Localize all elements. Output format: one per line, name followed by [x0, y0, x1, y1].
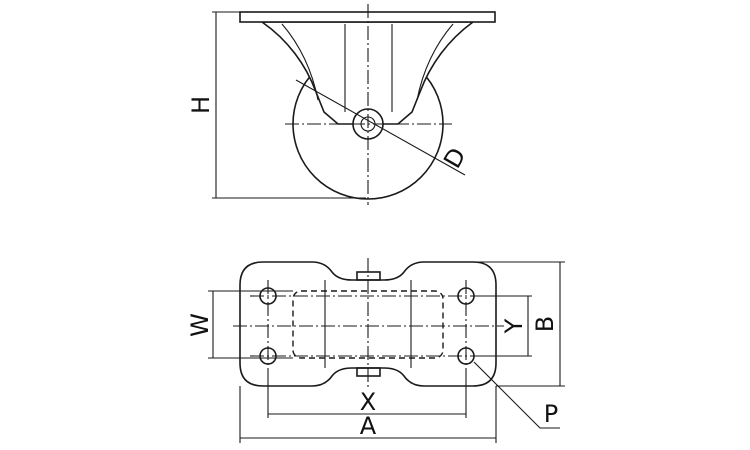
- hidden-fork-outline: [292, 290, 444, 359]
- label-x: X: [360, 388, 376, 416]
- label-a: A: [360, 412, 377, 440]
- bolt-hole-leader: [473, 361, 560, 429]
- label-d: D: [438, 143, 471, 173]
- top-view: [208, 258, 565, 443]
- side-view: [212, 4, 496, 205]
- label-w: W: [186, 313, 214, 337]
- label-h: H: [187, 96, 215, 114]
- diameter-leader: [295, 79, 466, 176]
- label-p: P: [544, 400, 558, 428]
- label-b: B: [531, 316, 559, 332]
- fork-contour-right: [416, 23, 454, 101]
- label-y: Y: [500, 318, 528, 334]
